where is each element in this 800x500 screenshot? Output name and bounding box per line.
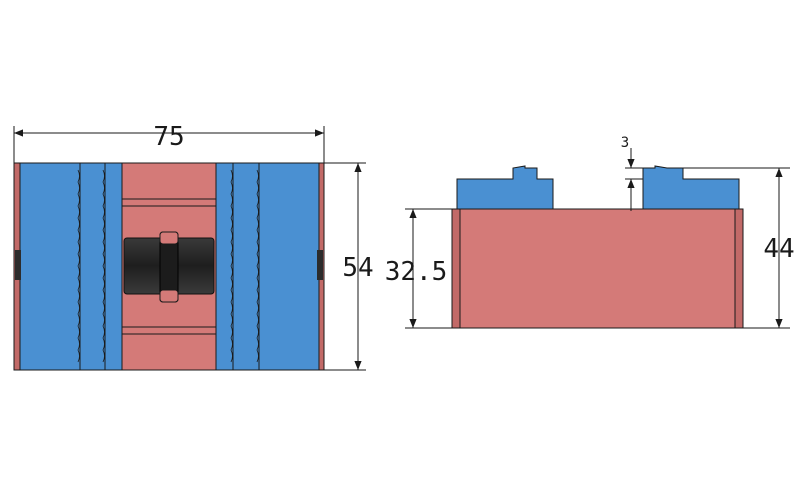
- total-height-dim-label: 44: [763, 234, 794, 264]
- right-blue-block: [258, 162, 320, 371]
- right-blue-strip-2: [232, 162, 260, 371]
- left-blue-strip-1: [79, 162, 106, 371]
- side-red-right-edge: [734, 208, 744, 329]
- grip-edge-4: [256, 169, 259, 363]
- grip-edge-2: [102, 169, 105, 363]
- grip-edge-1: [77, 169, 80, 363]
- left-screw-head: [15, 250, 21, 280]
- side-red-left-edge: [451, 208, 461, 329]
- side-view-dimensions: 32.5 44 3: [385, 135, 795, 329]
- left-blue-block: [19, 162, 81, 371]
- top-view-dimensions: 75 54: [13, 122, 374, 371]
- side-view: [451, 165, 744, 329]
- top-view: [13, 162, 325, 371]
- grip-edge-3: [230, 169, 233, 363]
- side-red-body: [451, 208, 744, 329]
- right-screw-head: [317, 250, 323, 280]
- step-dim-label: 3: [621, 135, 629, 151]
- right-blue-strip-1: [215, 162, 234, 371]
- screw-nut-top-highlight: [159, 231, 179, 245]
- width-dim-label: 75: [153, 122, 184, 152]
- left-blue-strip-2: [104, 162, 123, 371]
- side-right-jaw: [642, 165, 740, 210]
- screw-nut-bottom-highlight: [159, 289, 179, 303]
- block-height-dim-label: 32.5: [385, 257, 448, 287]
- side-left-jaw: [456, 165, 554, 210]
- height-dim-label: 54: [342, 253, 373, 283]
